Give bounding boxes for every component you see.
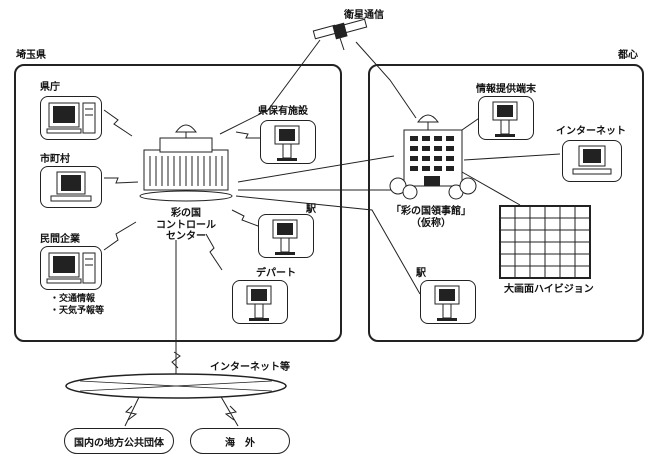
minkan-label: 民間企業: [40, 234, 80, 245]
ken-hoyu-label: 県保有施設: [258, 106, 308, 117]
signal-network: [171, 351, 181, 369]
control-center-building-icon: [139, 124, 233, 202]
kiosk-terminal-icon: [434, 285, 460, 321]
depart-label: デパート: [256, 268, 296, 279]
desktop-computer-icon: [46, 252, 96, 284]
minkan-note-2: ・天気予報等: [50, 306, 105, 316]
big-screen-label: 大画面ハイビジョン: [504, 284, 594, 295]
signal-hoyu: [235, 131, 262, 139]
eki-left-label: 駅: [306, 204, 316, 215]
internet-terminal-label: インターネット: [556, 126, 626, 137]
desktop-computer-icon: [572, 145, 612, 175]
eki-right-label: 駅: [416, 268, 426, 279]
kencho-terminal: [40, 96, 102, 140]
minkan-terminal: [40, 246, 102, 290]
overseas-box: 海 外: [190, 428, 290, 454]
satellite-icon: [312, 18, 368, 51]
wireless-signals: [103, 109, 262, 421]
big-screen-icon: [499, 205, 591, 279]
eki-right-kiosk: [420, 280, 476, 324]
kiosk-terminal-icon: [274, 125, 300, 161]
tokyo-region: [368, 64, 644, 342]
shichoson-label: 市町村: [40, 154, 70, 165]
satellite-label: 衛星通信: [344, 10, 384, 21]
satellite-link-left: [219, 39, 321, 135]
office-label: 「彩の国領事館」 （仮称）: [388, 206, 474, 229]
signal-eki: [231, 209, 259, 227]
satellite-link-right: [355, 41, 417, 119]
signal-shichoson: [104, 177, 139, 184]
kiosk-terminal-icon: [492, 101, 518, 137]
control-center-label: 彩の国 コントロール センター: [148, 208, 224, 243]
ken-hoyu-kiosk: [260, 120, 316, 164]
internet-terminal: [562, 140, 622, 182]
office-line1: 「彩の国領事館」: [391, 206, 471, 217]
saitama-region: [14, 64, 342, 342]
office-building-icon: [389, 114, 477, 200]
network-ellipse: [65, 373, 287, 399]
signal-depart: [205, 233, 223, 271]
network-label: インターネット等: [210, 362, 290, 373]
minkan-note-1: ・交通情報: [50, 294, 96, 304]
signal-kencho: [103, 109, 133, 137]
kencho-label: 県庁: [40, 82, 60, 93]
local-gov-box: 国内の地方公共団体: [64, 428, 174, 454]
control-center-line1: 彩の国: [171, 208, 201, 219]
link-center-station: [235, 195, 421, 295]
signal-local: [124, 405, 138, 421]
signal-minkan: [103, 221, 137, 251]
desktop-computer-icon: [50, 171, 92, 202]
link-net-local: [124, 394, 141, 427]
connection-lines: [124, 39, 561, 427]
depart-kiosk: [232, 280, 288, 324]
link-office-internet: [463, 153, 561, 161]
joho-teikyo-label: 情報提供端末: [476, 84, 536, 95]
signal-overseas: [224, 405, 238, 421]
control-center-line3: センター: [166, 231, 206, 242]
link-office-screen: [461, 171, 521, 206]
kiosk-terminal-icon: [272, 219, 298, 255]
saitama-region-label: 埼玉県: [16, 50, 46, 61]
desktop-computer-icon: [46, 102, 96, 134]
joho-teikyo-kiosk: [478, 96, 534, 140]
tokyo-region-label: 都心: [618, 50, 638, 61]
shichoson-terminal: [40, 166, 102, 208]
office-line2: （仮称）: [411, 217, 451, 229]
eki-left-kiosk: [258, 214, 314, 258]
control-center-line2: コントロール: [156, 219, 216, 231]
link-net-overseas: [219, 394, 239, 427]
kiosk-terminal-icon: [246, 285, 272, 321]
